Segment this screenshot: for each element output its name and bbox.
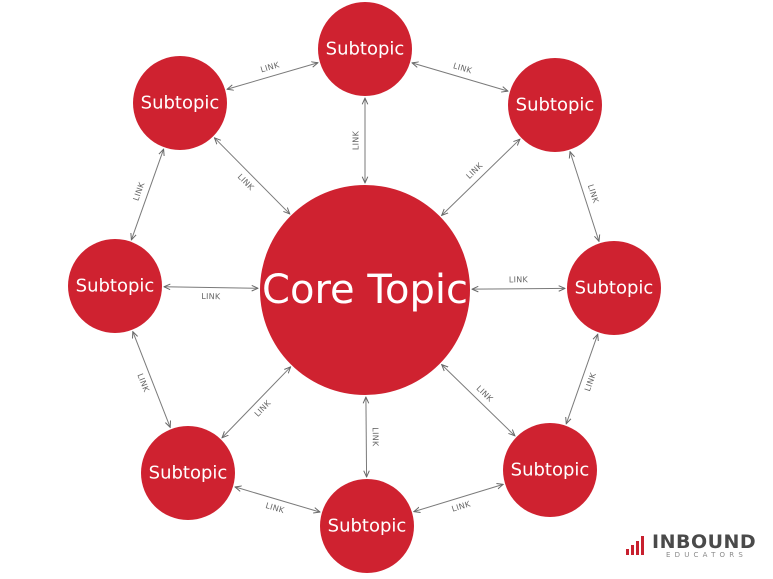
- ring-edge-3: [566, 334, 597, 424]
- spoke-edge-4-label: LINK: [475, 384, 495, 404]
- spoke-edge-2: [442, 139, 520, 215]
- subtopic-node-6-label: Subtopic: [149, 463, 228, 484]
- ring-edge-7: [131, 149, 163, 240]
- core-topic-node-label: Core Topic: [262, 267, 468, 313]
- ring-edge-1-label: LINK: [452, 61, 473, 75]
- subtopic-node-2-label: Subtopic: [516, 95, 595, 116]
- logo-name: INBOUND: [652, 531, 757, 553]
- spoke-edge-5-label: LINK: [371, 427, 380, 447]
- ring-edge-4-label: LINK: [451, 499, 472, 513]
- spoke-edge-6: [222, 367, 291, 438]
- spoke-edge-5: [366, 397, 367, 477]
- subtopic-node-3-label: Subtopic: [575, 278, 654, 299]
- edges-layer: LINK LINK LINK LINK LINK LINK LINK LINK LINK LINK…: [131, 60, 600, 515]
- ring-edge-2-label: LINK: [586, 183, 601, 205]
- core-topic-node: [260, 185, 470, 395]
- inbound-educators-logo: INBOUND EDUCATORS: [626, 529, 768, 559]
- ring-edge-7-label: LINK: [132, 180, 147, 202]
- spoke-edge-8: [214, 138, 289, 214]
- subtopic-node-8-label: Subtopic: [141, 93, 220, 114]
- spoke-edge-6-label: LINK: [253, 398, 273, 418]
- subtopic-node-1-label: Subtopic: [326, 39, 405, 60]
- ring-edge-5: [235, 487, 320, 512]
- spoke-edge-7-label: LINK: [201, 292, 221, 301]
- subtopic-node-5: [320, 479, 414, 573]
- ring-edge-1: [412, 63, 508, 91]
- spoke-edge-3-label: LINK: [509, 275, 529, 284]
- subtopic-node-3: [567, 241, 661, 335]
- spoke-edge-8-label: LINK: [236, 172, 256, 192]
- spoke-edge-3: [472, 288, 565, 289]
- ring-edge-8-label: LINK: [259, 60, 280, 74]
- subtopic-node-7: [68, 239, 162, 333]
- ring-edge-4: [414, 484, 503, 511]
- subtopic-node-6: [141, 426, 235, 520]
- spoke-edge-7: [164, 287, 258, 289]
- ring-edge-8: [227, 63, 318, 90]
- logo-subtitle: EDUCATORS: [666, 551, 747, 559]
- ring-edge-6-label: LINK: [135, 372, 151, 394]
- ring-edge-2: [570, 152, 599, 242]
- subtopic-node-1: [318, 2, 412, 96]
- subtopic-node-4: [503, 423, 597, 517]
- bar-chart-icon: [626, 535, 648, 555]
- spoke-edge-4: [442, 365, 515, 436]
- nodes-layer: Core TopicSubtopicSubtopicSubtopicSubtop…: [68, 2, 661, 573]
- subtopic-node-7-label: Subtopic: [76, 276, 155, 297]
- subtopic-node-8: [133, 56, 227, 150]
- subtopic-node-5-label: Subtopic: [328, 516, 407, 537]
- subtopic-node-4-label: Subtopic: [511, 460, 590, 481]
- ring-edge-6: [133, 332, 170, 428]
- spoke-edge-1-label: LINK: [352, 130, 361, 150]
- ring-edge-3-label: LINK: [583, 371, 598, 393]
- spoke-edge-2-label: LINK: [464, 161, 484, 181]
- subtopic-node-2: [508, 58, 602, 152]
- ring-edge-5-label: LINK: [264, 501, 285, 515]
